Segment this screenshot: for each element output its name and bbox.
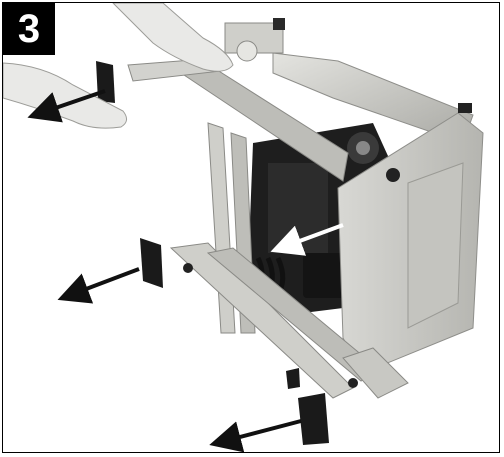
top-frame <box>127 18 474 182</box>
rubber-foot-left <box>140 238 163 288</box>
arrow-top-left <box>27 89 106 123</box>
instruction-panel: 3 <box>2 2 500 453</box>
arrow-bottom <box>209 419 302 452</box>
stand-legs <box>169 122 409 399</box>
rubber-foot-bottom <box>298 393 329 445</box>
step-number-badge: 3 <box>3 3 55 55</box>
assembly-illustration <box>3 3 484 452</box>
rubber-foot-mid <box>286 368 300 389</box>
right-hand <box>112 3 234 72</box>
rubber-foot-top <box>96 61 115 103</box>
arrow-center-white <box>270 223 344 256</box>
side-panel <box>337 103 484 374</box>
arrow-left <box>57 267 140 304</box>
